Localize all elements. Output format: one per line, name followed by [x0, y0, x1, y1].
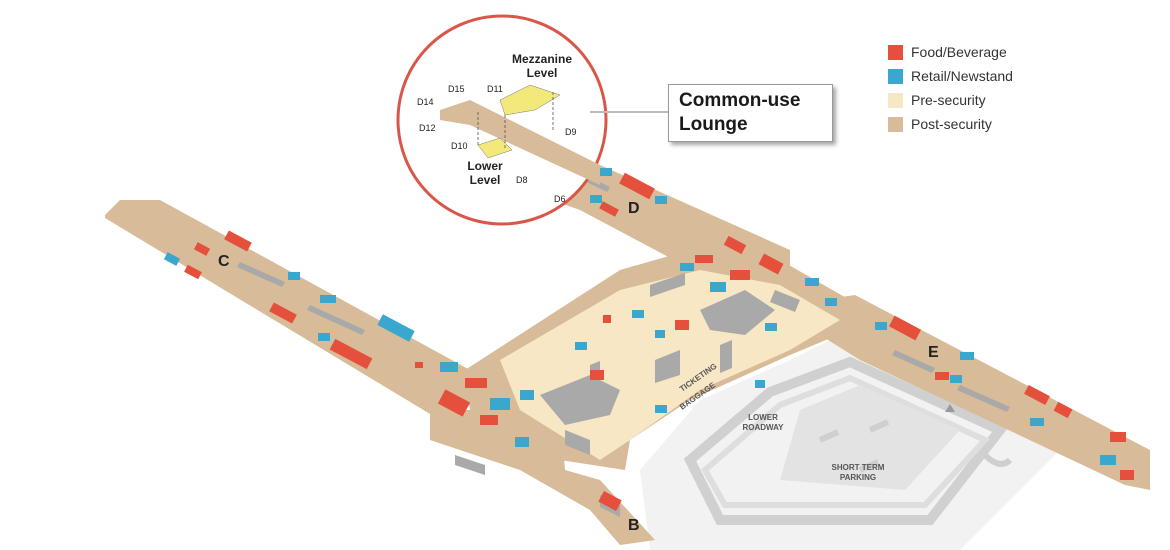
short-term-label-1: SHORT TERM: [832, 463, 885, 472]
lower-level-lounge: [477, 137, 513, 159]
mezzanine-lounge: [499, 84, 561, 116]
lower-label-1: Lower: [467, 159, 503, 173]
concourse-e: [820, 295, 1150, 490]
retail-shops: [163, 162, 1116, 465]
gate-d12: D12: [419, 123, 436, 133]
legend-swatch-food: [888, 44, 903, 60]
callout-title: Common-use Lounge: [679, 90, 801, 135]
legend-label-pre-security: Pre-security: [911, 92, 986, 108]
lower-roadway-label-2: ROADWAY: [742, 423, 784, 432]
concourse-b: [430, 410, 655, 545]
food-beverage-shops: [184, 172, 1134, 511]
legend-food-beverage: Food/Beverage: [888, 40, 1048, 64]
concourse-d-label: D: [628, 200, 640, 217]
common-use-lounge-callout: Common-use Lounge: [668, 84, 833, 142]
legend-label-food: Food/Beverage: [911, 44, 1007, 60]
lower-label-2: Level: [470, 173, 501, 187]
legend-pre-security: Pre-security: [888, 88, 1048, 112]
gate-d11: D11: [487, 84, 503, 94]
legend-label-post-security: Post-security: [911, 116, 992, 132]
lower-roadway-label-1: LOWER: [748, 413, 778, 422]
mezzanine-label-1: Mezzanine: [512, 52, 572, 66]
fixtures: [237, 165, 1010, 517]
gate-d6: D6: [554, 194, 566, 204]
legend-post-security: Post-security: [888, 112, 1048, 136]
map-legend: Food/Beverage Retail/Newstand Pre-securi…: [888, 40, 1048, 136]
concourse-b-label: B: [628, 517, 640, 534]
gate-d14: D14: [417, 97, 434, 107]
legend-swatch-post-security: [888, 116, 903, 132]
gate-d15: D15: [448, 84, 465, 94]
inset-zoom: Mezzanine Level Lower Level D15 D11 D14 …: [396, 14, 608, 226]
concourse-e-label: E: [928, 344, 939, 361]
mezzanine-label-2: Level: [527, 66, 558, 80]
gate-d9: D9: [565, 127, 577, 137]
gate-d10: D10: [451, 141, 468, 151]
short-term-label-2: PARKING: [840, 473, 876, 482]
legend-swatch-pre-security: [888, 92, 903, 108]
legend-label-retail: Retail/Newstand: [911, 68, 1013, 84]
gate-d8: D8: [516, 175, 528, 185]
concourse-c-label: C: [218, 253, 230, 270]
legend-retail: Retail/Newstand: [888, 64, 1048, 88]
legend-swatch-retail: [888, 68, 903, 84]
